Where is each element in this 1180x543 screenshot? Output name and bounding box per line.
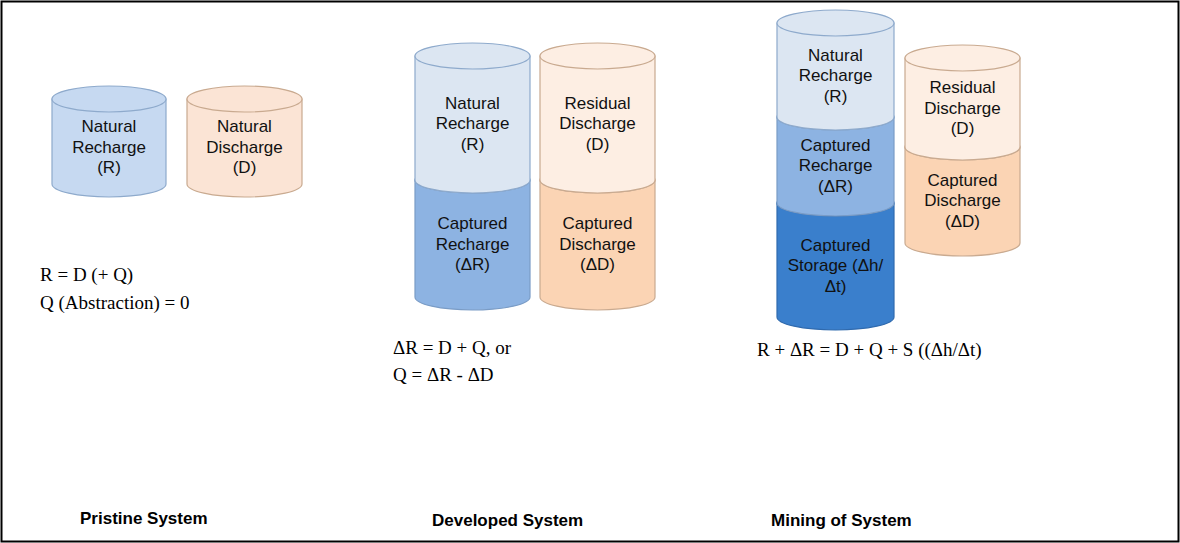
- cylinder-body: [415, 180, 530, 310]
- cylinder-body: [540, 180, 655, 310]
- cylinder-segment: Natural Discharge (D): [187, 86, 302, 197]
- cylinder-body: [52, 99, 166, 197]
- segment-label: Residual Discharge (D): [550, 94, 646, 155]
- segment-label: Natural Discharge (D): [197, 117, 293, 178]
- cylinder-body: [415, 56, 530, 193]
- text-holder: Captured Discharge (ΔD): [905, 160, 1020, 243]
- cylinder-top: [415, 167, 530, 193]
- cylinder-top: [187, 86, 302, 112]
- cylinder-top: [540, 43, 655, 69]
- segment-label: Captured Recharge (ΔR): [788, 136, 884, 197]
- cylinder-body: [540, 56, 655, 193]
- text-holder: Captured Recharge (ΔR): [777, 130, 894, 203]
- system-title: Developed System: [432, 511, 583, 531]
- text-holder: Captured Recharge (ΔR): [415, 193, 530, 297]
- segment-label: Captured Discharge (ΔD): [550, 214, 646, 275]
- cylinder-top: [905, 45, 1020, 71]
- segment-label: Natural Recharge (R): [425, 94, 521, 155]
- cylinder-body: [187, 99, 302, 197]
- text-holder: Natural Recharge (R): [777, 36, 894, 117]
- cylinder-body: [777, 117, 894, 216]
- system-title: Mining of System: [771, 511, 912, 531]
- equation: R + ΔR = D + Q + S ((Δh/Δt): [757, 339, 982, 361]
- cylinder-segment: Residual Discharge (D): [540, 43, 655, 193]
- cylinder-segment: Natural Recharge (R): [52, 86, 166, 197]
- cylinder-top: [777, 10, 894, 36]
- system-title: Pristine System: [80, 509, 208, 529]
- equation: ΔR = D + Q, or: [393, 337, 511, 359]
- segment-label: Captured Storage (Δh/Δt): [788, 236, 884, 297]
- cylinder-top: [415, 43, 530, 69]
- segment-label: Captured Discharge (ΔD): [915, 171, 1011, 232]
- segment-label: Residual Discharge (D): [915, 78, 1011, 139]
- segment-label: Captured Recharge (ΔR): [425, 214, 521, 275]
- text-holder: Natural Recharge (R): [415, 69, 530, 180]
- cylinder-top: [905, 134, 1020, 160]
- cylinder-top: [52, 86, 166, 112]
- cylinder-body: [905, 147, 1020, 256]
- text-holder: Natural Recharge (R): [52, 112, 166, 184]
- equation: Q = ΔR - ΔD: [393, 364, 494, 386]
- text-holder: Captured Discharge (ΔD): [540, 193, 655, 297]
- text-holder: Captured Storage (Δh/Δt): [777, 216, 894, 317]
- cylinder-body: [777, 23, 894, 130]
- cylinder-top: [540, 167, 655, 193]
- cylinder-top: [777, 104, 894, 130]
- cylinder-segment: Residual Discharge (D): [905, 45, 1020, 160]
- equation: R = D (+ Q): [40, 264, 133, 286]
- segment-label: Natural Recharge (R): [61, 117, 157, 178]
- cylinder-body: [777, 203, 894, 330]
- cylinder-body: [905, 58, 1020, 160]
- text-holder: Residual Discharge (D): [905, 71, 1020, 147]
- equation: Q (Abstraction) = 0: [40, 292, 190, 314]
- cylinder-top: [777, 190, 894, 216]
- text-holder: Natural Discharge (D): [187, 112, 302, 184]
- text-holder: Residual Discharge (D): [540, 69, 655, 180]
- cylinder-segment: Natural Recharge (R): [777, 10, 894, 130]
- segment-label: Natural Recharge (R): [788, 46, 884, 107]
- cylinder-segment: Natural Recharge (R): [415, 43, 530, 193]
